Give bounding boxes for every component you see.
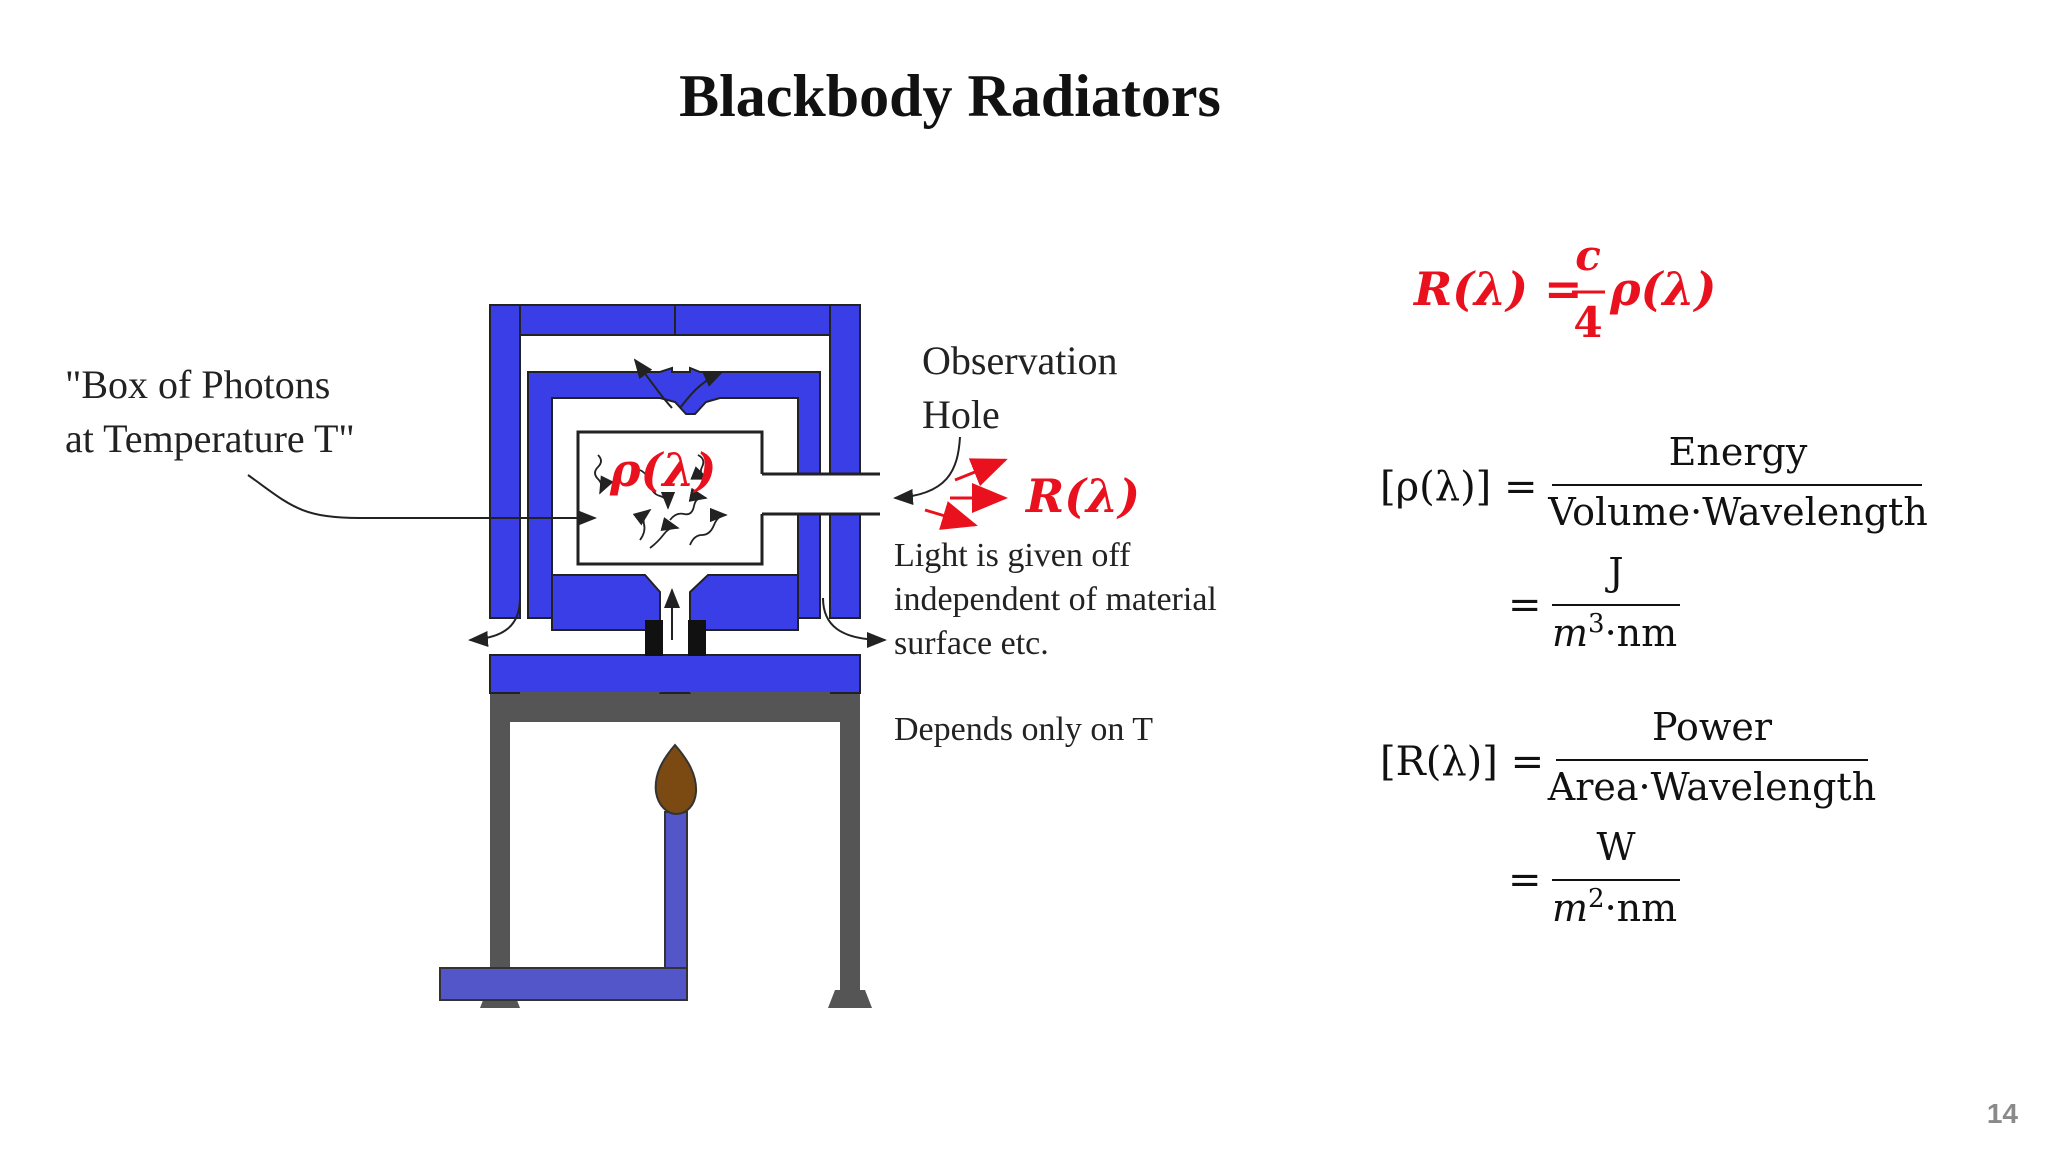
light-label-line1: Light is given off: [894, 537, 1131, 574]
rho-units-equals: =: [1508, 582, 1542, 628]
box-label-line2: at Temperature T": [65, 416, 355, 461]
main-eq-lhs: R(λ) =: [1412, 262, 1583, 316]
light-label-line2: independent of material: [894, 581, 1217, 618]
photon-squiggles: [594, 454, 728, 549]
gas-flow-arrows: [468, 358, 887, 648]
depends-label: Depends only on T: [894, 711, 1153, 748]
main-eq-numerator: c: [1575, 231, 1601, 280]
rho-units-equation: [ρ(λ)] = Energy Volume·Wavelength = J m3…: [1380, 430, 1928, 655]
page-number: 14: [1986, 1098, 2018, 1129]
rho-units-denominator-2: m3·nm: [1552, 609, 1677, 655]
observation-label-line2: Hole: [922, 392, 1000, 437]
rho-units-lhs: [ρ(λ)] =: [1380, 464, 1538, 510]
box-label-line1: "Box of Photons: [65, 362, 330, 407]
burner-pipe: [439, 811, 688, 1001]
light-label-line3: surface etc.: [894, 625, 1049, 662]
main-eq-denominator: 4: [1573, 298, 1602, 347]
r-units-denominator-2: m2·nm: [1552, 884, 1677, 930]
observation-label-line1: Observation: [922, 338, 1118, 383]
main-equation: R(λ) = c 4 ρ(λ): [1412, 231, 1716, 347]
furnace-outer-wall: [489, 304, 861, 694]
r-units-equation: [R(λ)] = Power Area·Wavelength = W m2·nm: [1380, 705, 1876, 930]
rho-units-numerator-2: J: [1604, 550, 1623, 594]
observation-tube: [760, 472, 880, 516]
r-units-denominator: Area·Wavelength: [1547, 765, 1876, 809]
box-label-pointer: [247, 474, 597, 526]
main-eq-rhs: ρ(λ): [1609, 262, 1716, 316]
r-units-lhs: [R(λ)] =: [1380, 739, 1544, 785]
furnace-inner-wall: [520, 366, 830, 722]
r-units-numerator: Power: [1652, 705, 1773, 749]
rho-units-numerator: Energy: [1669, 430, 1808, 474]
slide-title: Blackbody Radiators: [679, 63, 1221, 129]
flame-icon: [654, 743, 698, 816]
r-units-equals: =: [1508, 857, 1542, 903]
rho-units-denominator: Volume·Wavelength: [1547, 490, 1928, 534]
hole-label-pointer: [893, 436, 961, 505]
r-label: R(λ): [1024, 469, 1140, 523]
rho-label: ρ(λ): [609, 443, 716, 497]
r-units-numerator-2: W: [1596, 825, 1635, 869]
emission-arrows: [924, 458, 1008, 530]
